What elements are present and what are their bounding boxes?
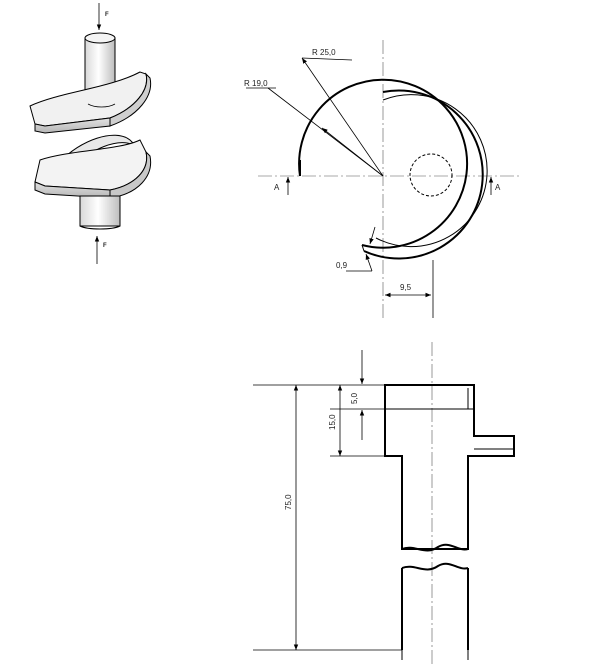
arc-end-bottom xyxy=(361,244,365,252)
radius-leader-25-tail xyxy=(301,57,353,61)
front-view: 5,0 15,0 75,0 xyxy=(253,342,515,664)
upper-flange xyxy=(29,71,152,134)
top-view: R 25,0 R 19,0 A A 0,9 9,5 xyxy=(244,40,520,318)
hidden-hole xyxy=(409,153,453,197)
dim-75-label: 75,0 xyxy=(284,494,293,510)
wall-arc-middle xyxy=(375,94,488,248)
lower-shaft xyxy=(79,195,121,230)
force-label-top: F xyxy=(105,12,109,18)
dim-15-label: 15,0 xyxy=(328,414,337,430)
flange-outline xyxy=(384,384,515,550)
offset-label: 9,5 xyxy=(400,283,412,292)
radius-leader-25 xyxy=(301,57,384,177)
radius-label-25: R 25,0 xyxy=(312,48,336,57)
isometric-sketch: F F xyxy=(29,3,152,264)
thickness-label: 0,9 xyxy=(336,261,348,270)
force-label-bottom: F xyxy=(103,243,107,249)
dim-5-label: 5,0 xyxy=(350,392,359,404)
thickness-arrow-top xyxy=(369,226,376,245)
radius-leader-19-arrow xyxy=(321,127,384,177)
section-label-right: A xyxy=(495,183,501,192)
break-line-lower xyxy=(401,562,469,571)
radius-label-19: R 19,0 xyxy=(244,79,268,88)
section-label-left: A xyxy=(274,183,280,192)
inner-arc xyxy=(298,78,469,249)
shaft-outline xyxy=(401,568,469,650)
thickness-arrow-bottom xyxy=(365,253,373,272)
break-line-upper xyxy=(401,543,469,552)
lower-flange xyxy=(34,134,152,199)
